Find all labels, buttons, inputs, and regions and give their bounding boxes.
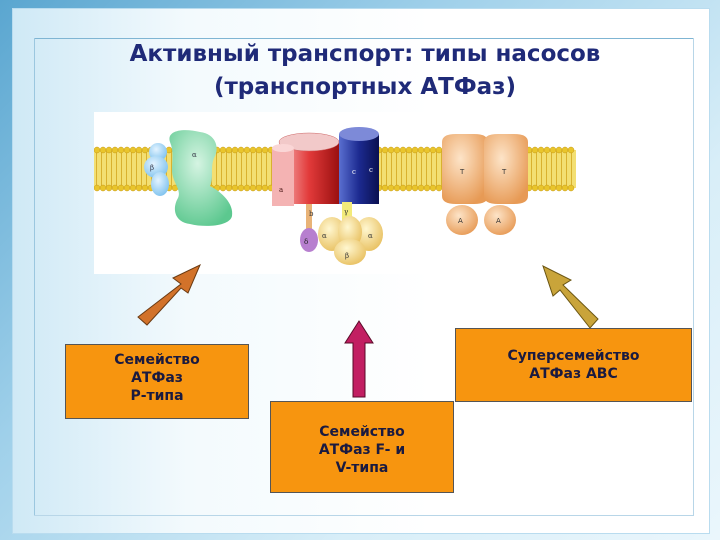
abc-line-1: Суперсемейство — [507, 348, 640, 364]
p-type-line-2: АТФаз — [131, 370, 183, 386]
label-b: b — [309, 210, 314, 218]
label-alpha-f1: α — [322, 232, 327, 240]
label-beta: β — [150, 164, 154, 172]
f-v-type-line-2: АТФаз F- и — [318, 442, 406, 458]
label-beta-f: β — [345, 252, 349, 260]
p-type-line-3: Р-типа — [130, 388, 184, 404]
divider-left — [34, 38, 35, 516]
label-a: a — [279, 186, 283, 194]
divider-bottom — [34, 515, 694, 516]
p-type-family-box: Семейство АТФаз Р-типа — [65, 344, 249, 419]
label-a1: A — [458, 217, 463, 225]
label-a2: A — [496, 217, 501, 225]
divider-top — [34, 38, 694, 39]
f-v-type-family-box: Семейство АТФаз F- и V-типа — [270, 401, 454, 493]
label-delta: δ — [304, 238, 308, 246]
f-type-atpase-shape: a c c b γ δ α α β — [272, 127, 383, 265]
f-v-type-line-1: Семейство — [319, 424, 405, 440]
title-line-2: (транспортных АТФаз) — [213, 74, 517, 100]
label-c2: c — [369, 166, 373, 174]
label-t1: T — [459, 168, 465, 176]
p-type-pump-shape: β α — [144, 130, 233, 226]
slide-title: Активный транспорт: типы насосов (трансп… — [40, 38, 690, 104]
atpase-membrane-diagram: β α a c c b γ δ α α β T T A A — [94, 112, 576, 274]
title-line-1: Активный транспорт: типы насосов — [129, 41, 601, 67]
label-alpha-p: α — [192, 151, 197, 159]
label-c1: c — [352, 168, 356, 176]
p-type-line-1: Семейство — [114, 352, 200, 368]
label-gamma: γ — [344, 208, 348, 216]
abc-superfamily-box: Суперсемейство АТФаз АВС — [455, 328, 692, 402]
divider-right — [693, 38, 694, 516]
abc-transporter-shape: T T A A — [442, 134, 528, 235]
label-t2: T — [501, 168, 507, 176]
label-alpha-f2: α — [368, 232, 373, 240]
abc-line-2: АТФаз АВС — [529, 366, 618, 382]
f-v-type-line-3: V-типа — [335, 460, 389, 476]
